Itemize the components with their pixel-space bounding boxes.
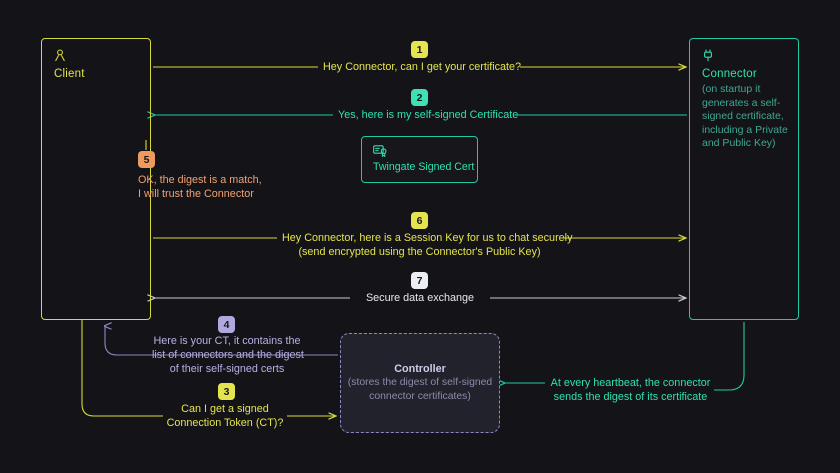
step-label-2: Yes, here is my self-signed Certificate bbox=[338, 109, 519, 121]
step-label-4: Here is your CT, it contains the list of… bbox=[152, 334, 304, 376]
step-label-3-line1: Can I get a signed bbox=[181, 403, 269, 415]
step-label-7: Secure data exchange bbox=[365, 292, 475, 304]
client-title: Client bbox=[54, 68, 85, 80]
step-label-6: Hey Connector, here is a Session Key for… bbox=[282, 231, 573, 259]
heartbeat-label-line2: sends the digest of its certificate bbox=[553, 391, 708, 403]
step-badge-4: 4 bbox=[218, 316, 235, 333]
plug-icon bbox=[702, 49, 714, 67]
step-label-3-line2: Connection Token (CT)? bbox=[166, 417, 284, 429]
certificate-icon bbox=[373, 144, 387, 162]
step-label-6-line1: Hey Connector, here is a Session Key for… bbox=[282, 232, 573, 244]
connector-title: Connector bbox=[702, 68, 757, 80]
step-badge-7: 7 bbox=[411, 272, 428, 289]
node-connector[interactable]: Connector (on startup it generates a sel… bbox=[689, 38, 799, 320]
step-badge-2: 2 bbox=[411, 89, 428, 106]
step-label-4-line3: of their self-signed certs bbox=[169, 363, 285, 375]
node-controller[interactable]: Controller (stores the digest of self-si… bbox=[340, 333, 500, 433]
person-icon bbox=[54, 49, 66, 67]
step-label-5-line2: I will trust the Connector bbox=[138, 188, 254, 200]
heartbeat-label: At every heartbeat, the connector sends … bbox=[549, 376, 712, 404]
connector-subtitle: (on startup it generates a self-signed c… bbox=[702, 83, 788, 149]
step-label-4-line2: list of connectors and the digest bbox=[152, 349, 304, 361]
node-client[interactable]: Client bbox=[41, 38, 151, 320]
controller-subtitle: (stores the digest of self-signed connec… bbox=[347, 377, 493, 402]
step-label-5-line1: OK, the digest is a match, bbox=[138, 174, 262, 186]
step-badge-5: 5 bbox=[138, 151, 155, 168]
step-label-4-line1: Here is your CT, it contains the bbox=[153, 335, 301, 347]
step-badge-1: 1 bbox=[411, 41, 428, 58]
step-label-6-line2: (send encrypted using the Connector's Pu… bbox=[298, 246, 541, 258]
heartbeat-label-line1: At every heartbeat, the connector bbox=[550, 377, 711, 389]
step-badge-3: 3 bbox=[218, 383, 235, 400]
step-badge-6: 6 bbox=[411, 212, 428, 229]
step-label-3: Can I get a signed Connection Token (CT)… bbox=[165, 402, 285, 430]
step-label-1: Hey Connector, can I get your certificat… bbox=[323, 61, 522, 73]
certificate-label: Twingate Signed Cert bbox=[373, 161, 475, 173]
controller-title: Controller bbox=[394, 363, 446, 375]
certificate-card[interactable]: Twingate Signed Cert bbox=[361, 136, 478, 183]
step-label-5: OK, the digest is a match, I will trust … bbox=[138, 173, 298, 201]
